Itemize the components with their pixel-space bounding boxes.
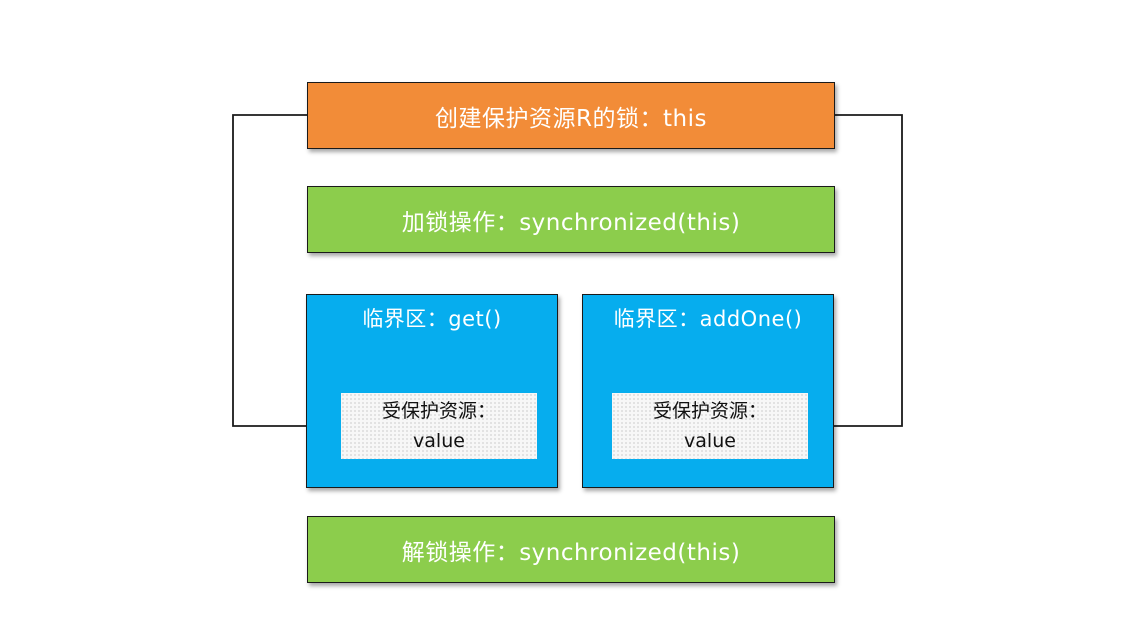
protected-resource-box: 受保护资源： value — [341, 393, 537, 459]
lock-creation-label: 创建保护资源R的锁：this — [435, 105, 707, 132]
protected-resource-value: value — [413, 430, 465, 452]
lock-operation-box: 加锁操作：synchronized(this) — [307, 186, 835, 253]
unlock-operation-box: 解锁操作：synchronized(this) — [307, 516, 835, 583]
protected-resource-value: value — [684, 430, 736, 452]
critical-section-title: 临界区：addOne() — [613, 307, 803, 331]
protected-resource-label: 受保护资源： — [381, 400, 496, 422]
critical-section-addone: 临界区：addOne() 受保护资源： value — [582, 294, 834, 488]
lock-operation-label: 加锁操作：synchronized(this) — [401, 209, 741, 236]
protected-resource-label: 受保护资源： — [652, 400, 767, 422]
protected-resource-box: 受保护资源： value — [612, 393, 808, 459]
unlock-operation-label: 解锁操作：synchronized(this) — [401, 539, 741, 566]
lock-creation-box: 创建保护资源R的锁：this — [307, 82, 835, 149]
critical-section-title: 临界区：get() — [362, 307, 502, 331]
critical-section-get: 临界区：get() 受保护资源： value — [306, 294, 558, 488]
